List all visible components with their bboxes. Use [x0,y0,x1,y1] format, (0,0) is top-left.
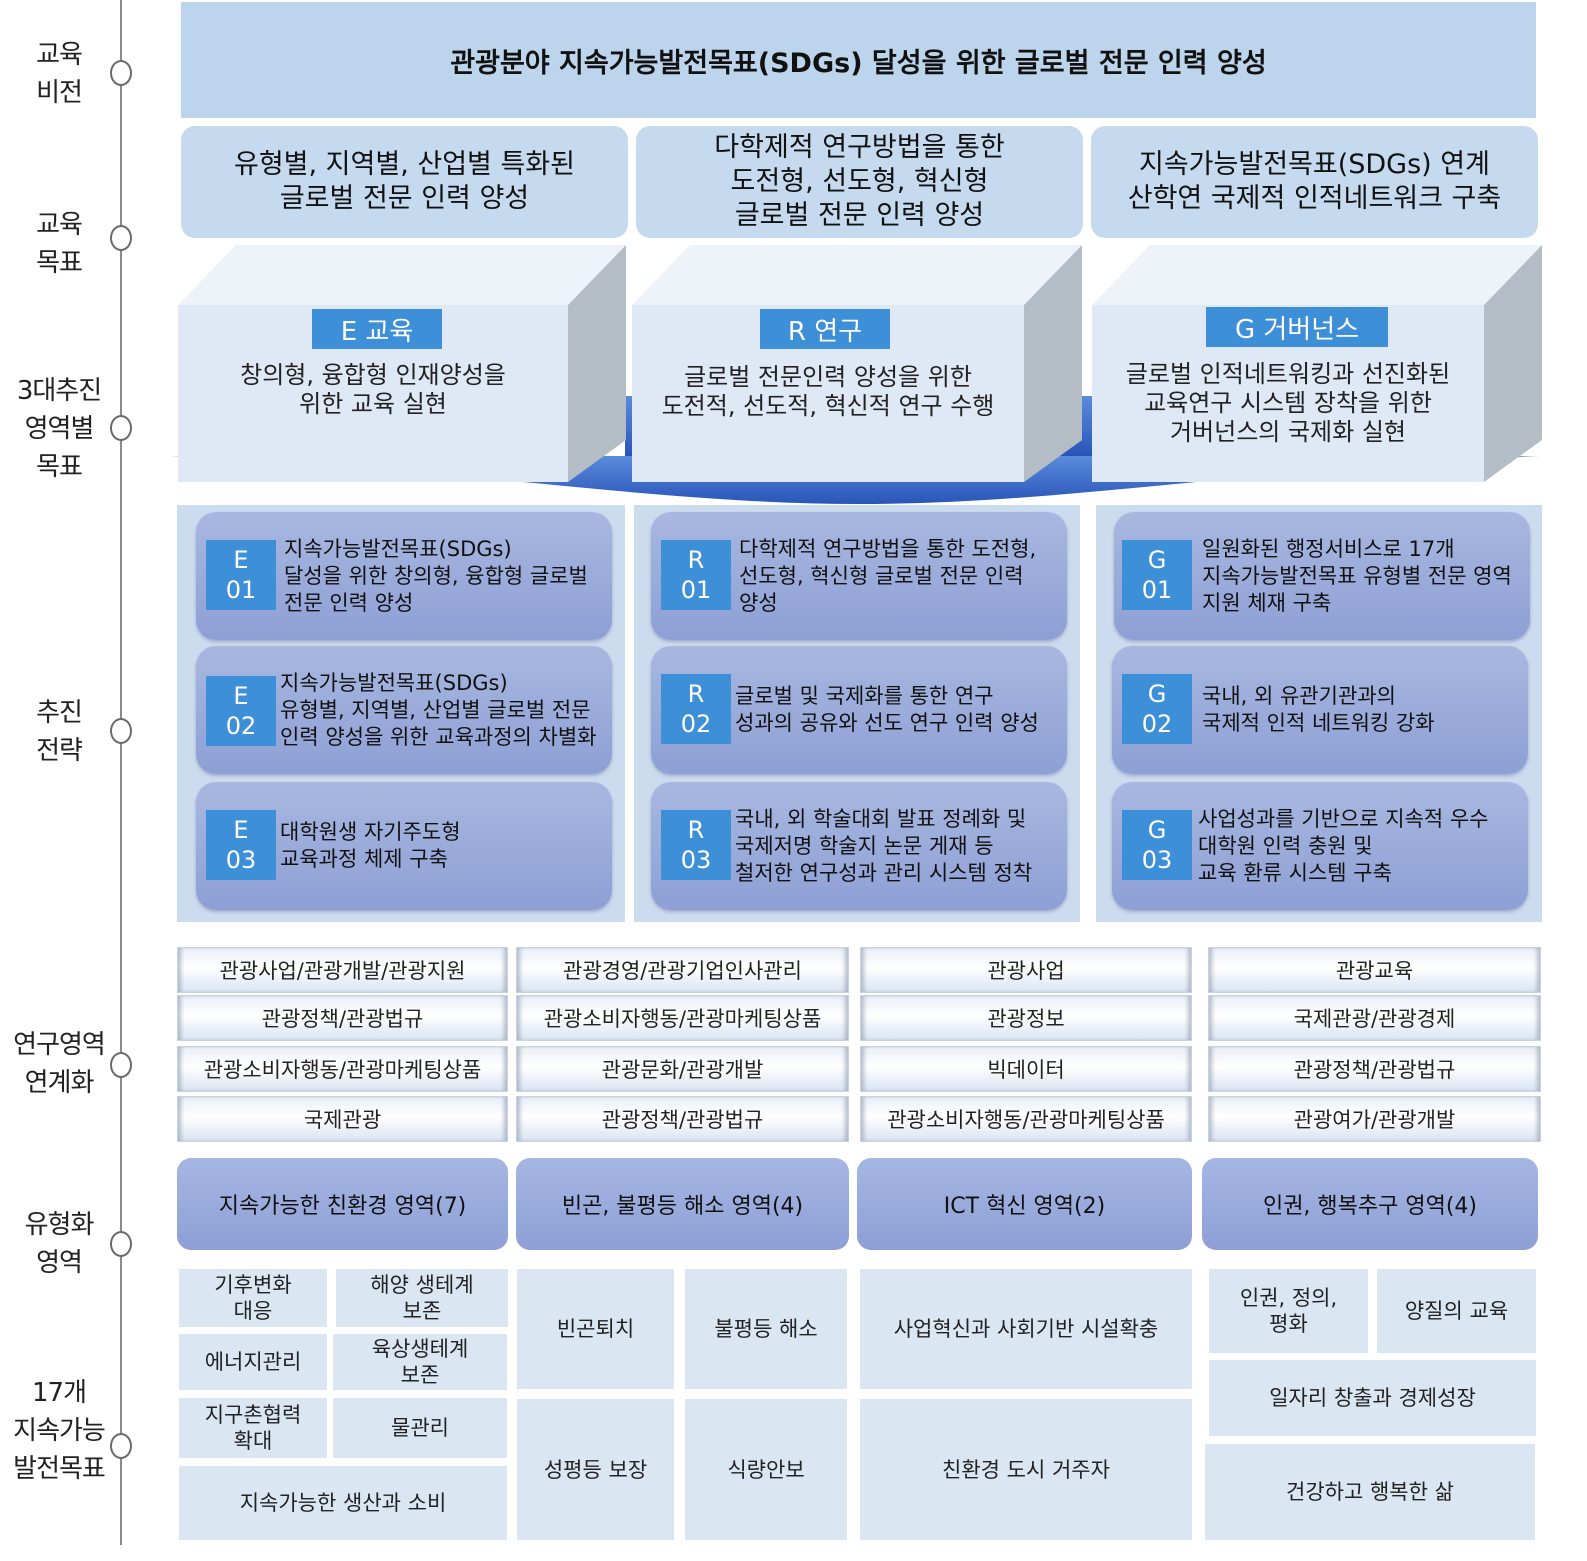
sdg-cell: 인권, 정의, 평화 [1209,1269,1368,1353]
strategy-card-g02: G 02 국내, 외 유관기관과의 국제적 인적 네트워킹 강화 [1112,646,1528,774]
sdg-cell: 지속가능한 생산과 소비 [179,1466,507,1540]
strategy-text: 국내, 외 학술대회 발표 정례화 및 국제저명 학술지 논문 게재 등 철저한… [735,806,1033,885]
goal-box: 지속가능발전목표(SDGs) 연계 산학연 국제적 인적네트워크 구축 [1091,126,1538,238]
research-field: 빅데이터 [860,1046,1192,1092]
pillar-title: R 연구 [760,309,890,349]
strategy-text: 지속가능발전목표(SDGs) 달성을 위한 창의형, 융합형 글로벌 전문 인력… [284,536,588,615]
pillar-title: G 거버넌스 [1206,307,1388,347]
timeline-node [110,60,132,86]
strategy-text: 지속가능발전목표(SDGs) 유형별, 지역별, 산업별 글로벌 전문 인력 양… [280,670,597,749]
stage-label-pillar-goals: 3대추진 영역별 목표 [16,376,102,482]
strategy-text: 대학원생 자기주도형 교육과정 체제 구축 [280,820,461,871]
research-field: 관광정보 [860,995,1192,1041]
pillar-text: 글로벌 전문인력 양성을 위한 도전적, 선도적, 혁신적 연구 수행 [661,363,995,420]
strategy-text: 다학제적 연구방법을 통한 도전형, 선도형, 혁신형 글로벌 전문 인력 양성 [739,536,1037,615]
strategy-code: E 02 [206,676,276,746]
strategy-card-e01: E 01 지속가능발전목표(SDGs) 달성을 위한 창의형, 융합형 글로벌 … [196,512,612,640]
strategy-text: 글로벌 및 국제화를 통한 연구 성과의 공유와 선도 연구 인력 양성 [735,684,1039,735]
sdg-cell: 일자리 창출과 경제성장 [1209,1360,1536,1436]
research-field: 관광정책/관광법규 [1208,1046,1541,1092]
strategy-code: R 01 [661,540,731,610]
sdg-cell: 건강하고 행복한 삶 [1205,1444,1535,1540]
timeline-node [110,415,132,441]
goal-box: 유형별, 지역별, 산업별 특화된 글로벌 전문 인력 양성 [181,126,628,238]
strategy-text: 일원화된 행정서비스로 17개 지속가능발전목표 유형별 전문 영역 지원 체재… [1202,536,1512,615]
vision-banner: 관광분야 지속가능발전목표(SDGs) 달성을 위한 글로벌 전문 인력 양성 [181,2,1536,118]
strategy-card-g01: G 01 일원화된 행정서비스로 17개 지속가능발전목표 유형별 전문 영역 … [1114,512,1530,640]
timeline-node [110,1433,132,1459]
research-field: 관광소비자행동/관광마케팅상품 [516,995,849,1041]
strategy-text: 국내, 외 유관기관과의 국제적 인적 네트워킹 강화 [1202,684,1435,735]
sdg-cell: 에너지관리 [179,1334,327,1390]
strategy-code: G 01 [1122,540,1192,610]
research-field: 관광교육 [1208,947,1541,993]
type-box: ICT 혁신 영역(2) [857,1158,1192,1250]
sdg-cell: 지구촌협력 확대 [179,1398,327,1458]
research-field: 관광사업 [860,947,1192,993]
research-field: 국제관광/관광경제 [1208,995,1541,1041]
sdg-cell: 물관리 [333,1398,507,1458]
stage-label-types: 유형화 영역 [24,1210,95,1278]
sdg-cell: 사업혁신과 사회기반 시설확충 [860,1269,1192,1389]
research-field: 관광문화/관광개발 [516,1046,849,1092]
strategy-card-e03: E 03 대학원생 자기주도형 교육과정 체제 구축 [196,782,612,910]
research-field: 국제관광 [177,1096,508,1142]
strategy-text: 사업성과를 기반으로 지속적 우수 대학원 인력 충원 및 교육 환류 시스템 … [1198,806,1489,885]
timeline-node [110,225,132,251]
stage-label-goals: 교육 목표 [36,210,83,278]
type-box: 인권, 행복추구 영역(4) [1202,1158,1538,1250]
sdg-cell: 해양 생테계 보존 [336,1269,508,1327]
pillar-governance: G 거버넌스 글로벌 인적네트워킹과 선진화된 교육연구 시스템 장착을 위한 … [1092,245,1542,482]
research-field: 관광경영/관광기업인사관리 [516,947,849,993]
pillar-title: E 교육 [312,309,442,349]
sdg-cell: 빈곤퇴치 [517,1269,674,1389]
research-field: 관광여가/관광개발 [1208,1096,1541,1142]
research-field: 관광정책/관광법규 [516,1096,849,1142]
stage-label-sdgs: 17개 지속가능 발전목표 [13,1378,106,1484]
strategy-card-r02: R 02 글로벌 및 국제화를 통한 연구 성과의 공유와 선도 연구 인력 양… [651,646,1067,774]
sdg-cell: 양질의 교육 [1377,1269,1536,1353]
timeline-line [120,0,122,1545]
strategy-code: R 02 [661,674,731,744]
sdg-cell: 육상생테계 보존 [333,1334,507,1390]
pillar-education: E 교육 창의형, 융합형 인재양성을 위한 교육 실현 [178,245,626,482]
pillar-text: 창의형, 융합형 인재양성을 위한 교육 실현 [240,361,506,418]
research-field: 관광정책/관광법규 [177,995,508,1041]
research-field: 관광소비자행동/관광마케팅상품 [860,1096,1192,1142]
sdg-cell: 성평등 보장 [517,1399,674,1540]
sdg-cell: 기후변화 대응 [179,1269,327,1327]
sdg-cell: 불평등 해소 [685,1269,847,1389]
strategy-card-r01: R 01 다학제적 연구방법을 통한 도전형, 선도형, 혁신형 글로벌 전문 … [651,512,1067,640]
type-box: 빈곤, 불평등 해소 영역(4) [516,1158,849,1250]
pillar-text: 글로벌 인적네트워킹과 선진화된 교육연구 시스템 장착을 위한 거버넌스의 국… [1125,359,1451,446]
type-box: 지속가능한 친환경 영역(7) [177,1158,508,1250]
strategy-card-g03: G 03 사업성과를 기반으로 지속적 우수 대학원 인력 충원 및 교육 환류… [1112,782,1528,910]
sdg-cell: 친환경 도시 거주자 [860,1399,1192,1540]
pillar-research: R 연구 글로벌 전문인력 양성을 위한 도전적, 선도적, 혁신적 연구 수행 [632,245,1082,482]
timeline-node [110,1052,132,1078]
strategy-code: E 03 [206,810,276,880]
stage-label-research: 연구영역 연계화 [13,1030,106,1098]
stage-label-strategy: 추진 전략 [36,698,83,766]
timeline-node [110,1231,132,1257]
strategy-code: R 03 [661,810,731,880]
strategy-code: G 02 [1122,674,1192,744]
research-field: 관광사업/관광개발/관광지원 [177,947,508,993]
strategy-code: G 03 [1122,810,1192,880]
stage-label-vision: 교육 비전 [36,40,83,108]
sdg-cell: 식량안보 [685,1399,847,1540]
strategy-card-e02: E 02 지속가능발전목표(SDGs) 유형별, 지역별, 산업별 글로벌 전문… [196,646,612,774]
strategy-code: E 01 [206,540,276,610]
goal-box: 다학제적 연구방법을 통한 도전형, 선도형, 혁신형 글로벌 전문 인력 양성 [636,126,1083,238]
research-field: 관광소비자행동/관광마케팅상품 [177,1046,508,1092]
strategy-card-r03: R 03 국내, 외 학술대회 발표 정례화 및 국제저명 학술지 논문 게재 … [651,782,1067,910]
timeline-node [110,718,132,744]
